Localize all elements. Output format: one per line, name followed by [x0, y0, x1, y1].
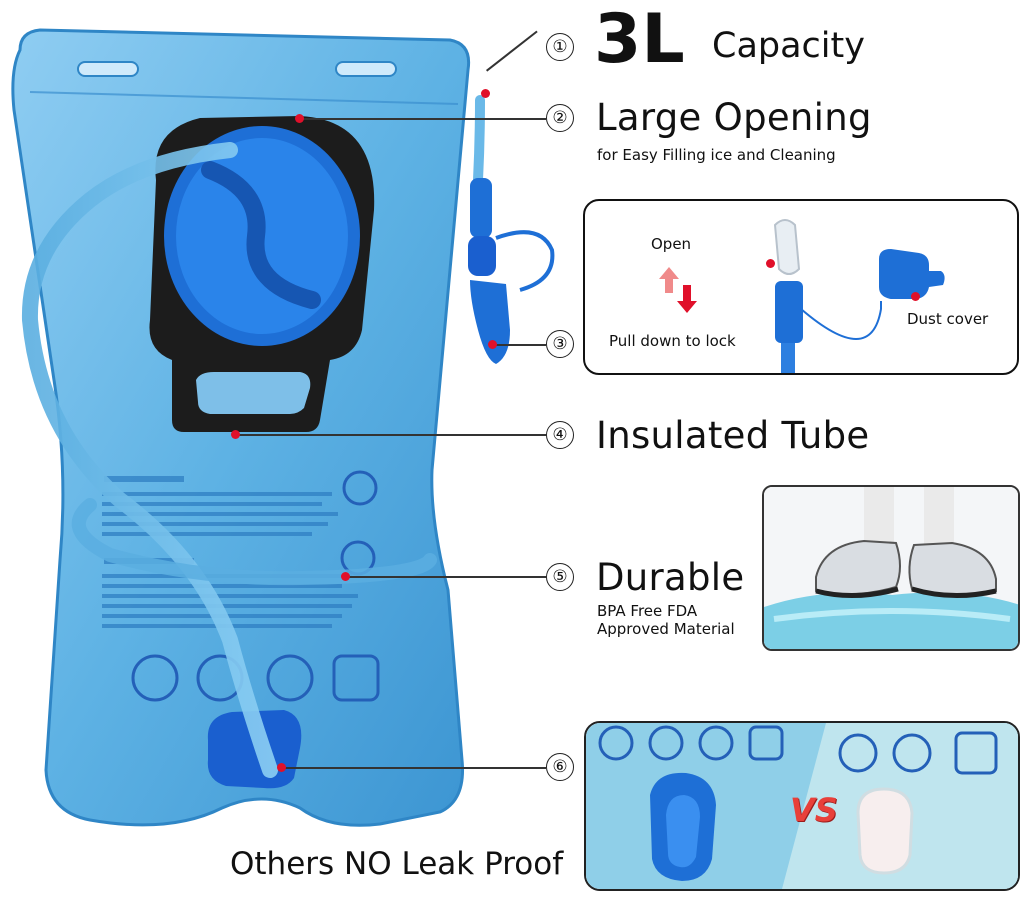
tube-title: Insulated Tube — [596, 414, 870, 457]
outlet-comparison-image — [586, 723, 1018, 889]
hanging-slot — [335, 61, 397, 77]
hydration-bladder-illustration — [11, 28, 555, 827]
valve-open-label: Open — [651, 235, 692, 253]
leader-line-5 — [346, 576, 546, 578]
durable-sub-1: BPA Free FDA — [597, 602, 698, 620]
leader-line-4 — [236, 434, 546, 436]
feature-number-5: ⑤ — [546, 563, 574, 591]
cover-marker-dot — [911, 292, 920, 301]
dust-cover-label: Dust cover — [907, 310, 989, 328]
marker-dot-1 — [481, 89, 490, 98]
bite-valve-body — [470, 178, 492, 238]
leak-proof-caption: Others NO Leak Proof — [230, 846, 564, 882]
opening-title: Large Opening — [596, 96, 872, 139]
durable-title: Durable — [596, 556, 745, 599]
feature-number-4: ④ — [546, 421, 574, 449]
up-down-arrows-icon — [659, 267, 697, 313]
valve-marker-dot — [766, 259, 775, 268]
leader-line-2 — [300, 118, 546, 120]
drinking-tube — [21, 142, 278, 778]
marker-dot-3 — [488, 340, 497, 349]
marker-dot-2 — [295, 114, 304, 123]
capacity-value: 3L — [594, 0, 685, 79]
capacity-label: Capacity — [712, 26, 865, 66]
opening-subtitle: for Easy Filling ice and Cleaning — [597, 146, 836, 164]
vs-label: VS — [790, 791, 838, 829]
feature-number-2: ② — [546, 104, 574, 132]
bite-valve-closeup — [773, 219, 945, 373]
marker-dot-5 — [341, 572, 350, 581]
feature-number-1: ① — [546, 33, 574, 61]
marker-dot-4 — [231, 430, 240, 439]
durability-photo-card — [762, 485, 1020, 651]
leader-line-6 — [282, 767, 546, 769]
sneakers-on-bladder-image — [764, 487, 1018, 649]
valve-lock-label: Pull down to lock — [609, 332, 736, 350]
leader-line-3 — [494, 344, 546, 346]
handle-hole — [196, 372, 311, 414]
durable-sub-2: Approved Material — [597, 620, 735, 638]
feature-number-3: ③ — [546, 330, 574, 358]
leak-proof-comparison-card: VS — [584, 721, 1020, 891]
feature-number-6: ⑥ — [546, 753, 574, 781]
hanging-slot — [77, 61, 139, 77]
marker-dot-6 — [277, 763, 286, 772]
bite-valve-detail-card: Open Pull down to lock Dust cover — [583, 199, 1019, 375]
